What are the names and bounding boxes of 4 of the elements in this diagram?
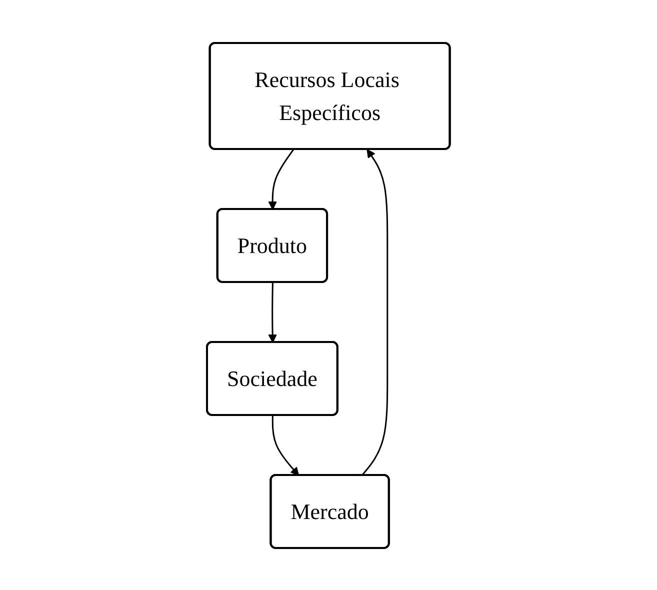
arrow [268, 148, 294, 210]
arrow [268, 282, 278, 342]
arrow [272, 414, 300, 476]
arrow [361, 148, 388, 476]
